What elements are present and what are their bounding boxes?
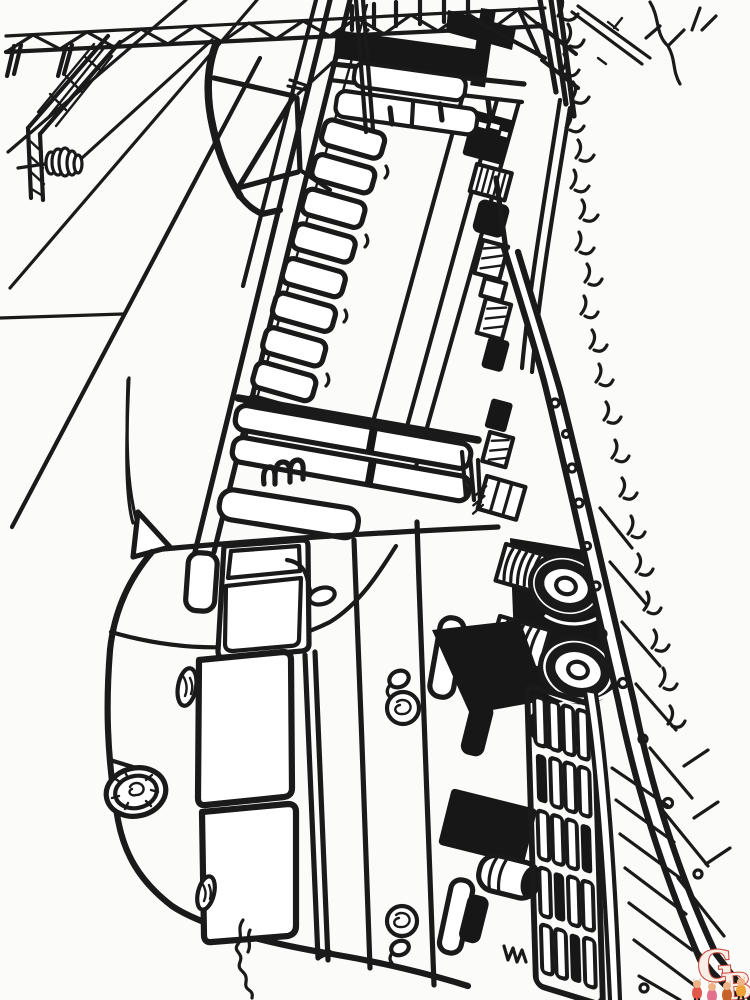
watermark-logo: G B bbox=[692, 940, 750, 1000]
insulator bbox=[16, 146, 84, 178]
train-window bbox=[269, 290, 339, 334]
signal-lamp bbox=[384, 903, 420, 965]
underbody-equipment bbox=[462, 110, 528, 522]
grass-blades bbox=[598, 506, 738, 1000]
roof-equipment-strips bbox=[216, 394, 483, 541]
marker-lamp bbox=[195, 874, 217, 912]
vent-squiggle bbox=[260, 457, 306, 487]
marker-lamp bbox=[175, 666, 199, 708]
buffer-cylinder bbox=[476, 852, 542, 901]
vent-black bbox=[459, 894, 489, 944]
train-window bbox=[289, 221, 358, 265]
watermark-kids bbox=[692, 976, 746, 1000]
windshield-pane-lower bbox=[198, 800, 300, 946]
train-window bbox=[318, 117, 388, 161]
twigs bbox=[644, 0, 718, 86]
front-grille bbox=[524, 683, 606, 1000]
cab-door-line bbox=[414, 519, 437, 988]
catenary-mast bbox=[25, 33, 123, 203]
train-roof-clutter bbox=[327, 0, 652, 375]
grass-tuft-front bbox=[234, 918, 254, 1000]
dark-skirt bbox=[432, 620, 548, 714]
buffer-beam bbox=[438, 788, 537, 865]
cab-door-line bbox=[302, 652, 321, 961]
windshield-pane-upper bbox=[194, 648, 296, 809]
train-window bbox=[309, 152, 378, 196]
cab-door-line bbox=[351, 537, 373, 971]
pantograph bbox=[204, 40, 333, 218]
front-lower bbox=[427, 615, 606, 1000]
train-window bbox=[260, 325, 329, 369]
cab-door-window bbox=[215, 537, 312, 661]
grass-scribble bbox=[502, 944, 528, 964]
track bbox=[493, 175, 750, 1000]
headlight bbox=[103, 757, 169, 819]
train-window bbox=[250, 359, 319, 404]
cab-side-window bbox=[183, 550, 220, 614]
track-hatch bbox=[610, 766, 700, 1000]
signal-lamp bbox=[384, 668, 422, 727]
train-window bbox=[299, 186, 368, 231]
grass-verge bbox=[556, 0, 738, 1000]
train-window bbox=[279, 255, 348, 300]
mirror bbox=[284, 557, 337, 607]
inner-rail bbox=[582, 689, 623, 1000]
cab-door-line bbox=[312, 649, 331, 963]
ballast-dots bbox=[549, 397, 704, 994]
vent-black bbox=[460, 701, 494, 757]
wheel bbox=[527, 552, 605, 620]
cab bbox=[103, 376, 528, 1000]
